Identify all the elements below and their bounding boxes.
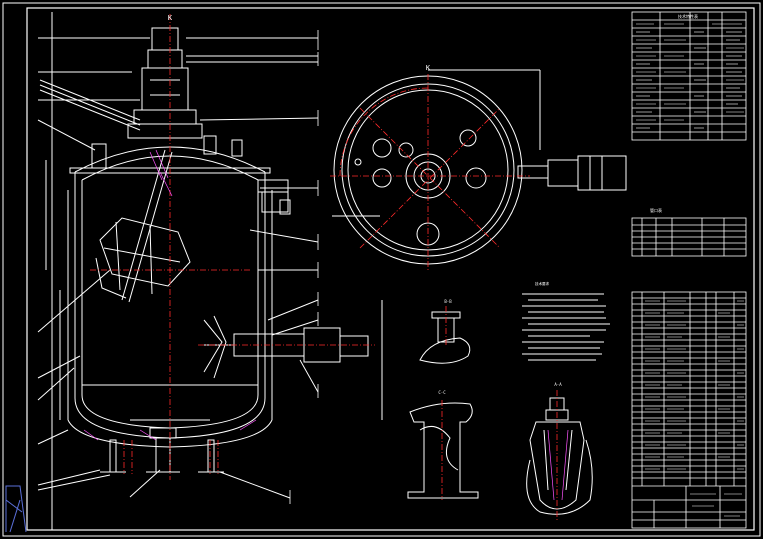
notes-title: 技术要求	[535, 281, 549, 286]
corner-logo	[5, 485, 27, 533]
part-number-markers	[289, 30, 319, 504]
parts-list	[631, 291, 747, 529]
section-b-b: B-B	[419, 299, 471, 364]
vessel-plan-view	[332, 69, 627, 265]
top-marker: K K	[168, 14, 431, 72]
technical-notes: 技术要求	[522, 281, 610, 361]
section-a-a-label: A-A	[554, 382, 562, 387]
spec-table-title: 技术特性表	[678, 13, 698, 19]
top-marker-label: K	[168, 14, 173, 22]
plan-centerlines	[330, 74, 530, 270]
section-b-b-label: B-B	[444, 299, 452, 304]
section-a-a: A-A	[526, 382, 593, 520]
nozzle-table	[631, 217, 747, 257]
parts-list-fill	[645, 300, 744, 517]
nozzle-table-title: 管口表	[650, 207, 662, 213]
vessel-hatching	[83, 149, 257, 441]
plan-marker-label: K	[426, 64, 431, 72]
vessel-centerlines	[90, 14, 375, 480]
spec-table	[631, 11, 747, 141]
vessel-elevation	[37, 12, 383, 530]
section-c-c-label: C-C	[438, 390, 446, 395]
spec-table-fill	[636, 23, 744, 129]
section-c-c: C-C	[407, 390, 479, 500]
